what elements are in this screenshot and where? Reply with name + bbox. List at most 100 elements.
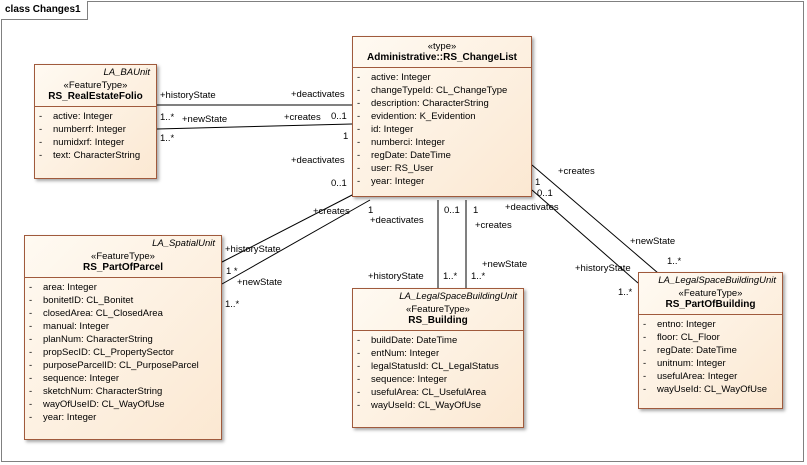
attribute: sketchNum: CharacterString [29, 385, 221, 398]
class-rs-changelist[interactable]: «type» Administrative::RS_ChangeList act… [352, 36, 532, 197]
class-name: RS_RealEstateFolio [48, 91, 143, 102]
stereotype-label: «type» [427, 41, 457, 52]
attribute: purposeParcelID: CL_PurposeParcel [29, 359, 221, 372]
attribute: buildDate: DateTime [357, 334, 523, 347]
class-name: RS_PartOfBuilding [665, 299, 756, 310]
attribute: text: CharacterString [39, 149, 156, 162]
attribute: id: Integer [357, 123, 531, 136]
class-rs-partofparcel[interactable]: LA_SpatialUnit «FeatureType» RS_PartOfPa… [24, 235, 222, 440]
attribute: wayUseId: CL_WayOfUse [357, 399, 523, 412]
multiplicity-label: 1 * [226, 266, 238, 277]
package-label: LA_BAUnit [103, 67, 150, 78]
attribute-list: area: Integer bonitetID: CL_Bonitet clos… [25, 278, 221, 428]
multiplicity-label: 0..1 [331, 111, 347, 122]
stereotype-label: «FeatureType» [91, 251, 155, 262]
assoc-partbuilding-history [531, 189, 639, 284]
attribute: numidxrf: Integer [39, 136, 156, 149]
class-header: LA_LegalSpaceBuildingUnit «FeatureType» … [353, 289, 523, 331]
attribute: user: RS_User [357, 162, 531, 175]
role-label: +newState [482, 259, 528, 270]
attribute: wayOfUseID: CL_WayOfUse [29, 398, 221, 411]
attribute: evidention: K_Evidention [357, 110, 531, 123]
attribute: planNum: CharacterString [29, 333, 221, 346]
class-header: LA_SpatialUnit «FeatureType» RS_PartOfPa… [25, 236, 221, 278]
attribute: floor: CL_Floor [643, 331, 782, 344]
class-header: LA_BAUnit «FeatureType» RS_RealEstateFol… [35, 65, 156, 107]
package-label: LA_SpatialUnit [152, 238, 215, 249]
attribute-list: active: Integer numberrf: Integer numidx… [35, 107, 156, 166]
attribute: regDate: DateTime [643, 344, 782, 357]
multiplicity-label: 1..* [667, 256, 682, 267]
attribute: sequence: Integer [29, 372, 221, 385]
class-rs-building[interactable]: LA_LegalSpaceBuildingUnit «FeatureType» … [352, 288, 524, 428]
class-rs-realestatefolio[interactable]: LA_BAUnit «FeatureType» RS_RealEstateFol… [34, 64, 157, 179]
role-label: +historyState [368, 271, 424, 282]
attribute: description: CharacterString [357, 97, 531, 110]
attribute: propSecID: CL_PropertySector [29, 346, 221, 359]
attribute: closedArea: CL_ClosedArea [29, 307, 221, 320]
role-label: +deactivates [370, 215, 424, 226]
multiplicity-label: 1 [343, 131, 349, 142]
attribute: wayUseId: CL_WayOfUse [643, 383, 782, 396]
assoc-folio-new [156, 123, 353, 130]
role-label: +creates [475, 220, 512, 231]
role-label: +historyState [160, 90, 216, 101]
multiplicity-label: 1..* [618, 287, 633, 298]
multiplicity-label: 1..* [160, 112, 175, 123]
role-label: +deactivates [291, 89, 345, 100]
attribute: bonitetID: CL_Bonitet [29, 294, 221, 307]
multiplicity-label: 0..1 [537, 188, 553, 199]
role-label: +creates [313, 206, 350, 217]
role-label: +newState [630, 236, 676, 247]
role-label: +deactivates [291, 155, 345, 166]
package-label: LA_LegalSpaceBuildingUnit [399, 291, 517, 302]
attribute: sequence: Integer [357, 373, 523, 386]
package-label: LA_LegalSpaceBuildingUnit [658, 275, 776, 286]
attribute: manual: Integer [29, 320, 221, 333]
attribute-list: buildDate: DateTime entNum: Integer lega… [353, 331, 523, 416]
multiplicity-label: 1..* [471, 271, 486, 282]
role-label: +newState [237, 277, 283, 288]
class-rs-partofbuilding[interactable]: LA_LegalSpaceBuildingUnit «FeatureType» … [638, 272, 783, 409]
attribute: area: Integer [29, 281, 221, 294]
attribute: numberci: Integer [357, 136, 531, 149]
multiplicity-label: 0..1 [444, 205, 460, 216]
assoc-parcel-history [221, 192, 357, 263]
assoc-partbuilding-new [531, 164, 659, 274]
role-label: +creates [558, 166, 595, 177]
multiplicity-label: 1..* [160, 133, 175, 144]
attribute: legalStatusId: CL_LegalStatus [357, 360, 523, 373]
class-header: LA_LegalSpaceBuildingUnit «FeatureType» … [639, 273, 782, 315]
class-name: RS_Building [408, 315, 468, 326]
attribute: changeTypeId: CL_ChangeType [357, 84, 531, 97]
diagram-title: class Changes1 [1, 1, 88, 20]
assoc-parcel-new [221, 199, 371, 285]
attribute: year: Integer [357, 175, 531, 188]
multiplicity-label: 1..* [225, 299, 240, 310]
attribute: active: Integer [357, 71, 531, 84]
stereotype-label: «FeatureType» [678, 288, 743, 299]
multiplicity-label: 1 [535, 177, 541, 188]
multiplicity-label: 0..1 [331, 178, 347, 189]
role-label: +creates [284, 112, 321, 123]
multiplicity-label: 1 [368, 205, 374, 216]
attribute: active: Integer [39, 110, 156, 123]
class-name: RS_PartOfParcel [82, 262, 164, 273]
attribute: entno: Integer [643, 318, 782, 331]
class-header: «type» Administrative::RS_ChangeList [353, 37, 531, 68]
stereotype-label: «FeatureType» [63, 80, 128, 91]
multiplicity-label: 1 [473, 205, 479, 216]
attribute-list: active: Integer changeTypeId: CL_ChangeT… [353, 68, 531, 192]
attribute: regDate: DateTime [357, 149, 531, 162]
role-label: +newState [182, 114, 228, 125]
multiplicity-label: 1..* [443, 271, 458, 282]
attribute: usefulArea: Integer [643, 370, 782, 383]
attribute: year: Integer [29, 411, 221, 424]
class-name: Administrative::RS_ChangeList [366, 52, 518, 63]
attribute: usefulArea: CL_UsefulArea [357, 386, 523, 399]
attribute: entNum: Integer [357, 347, 523, 360]
role-label: +deactivates [505, 202, 559, 213]
role-label: +historyState [575, 263, 631, 274]
